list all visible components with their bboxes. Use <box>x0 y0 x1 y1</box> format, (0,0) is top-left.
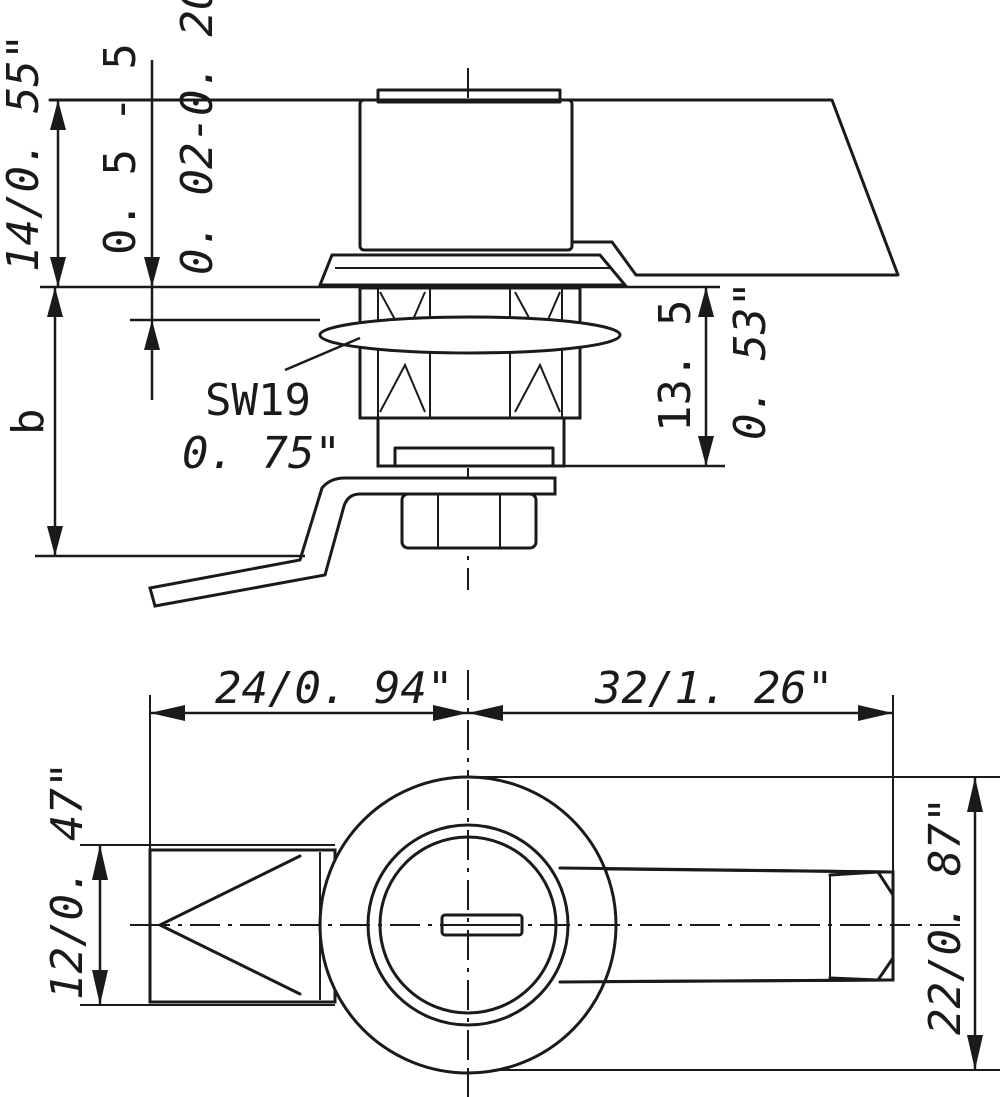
dim-total-height-arrow-top <box>967 777 983 812</box>
lock-washer <box>318 315 622 355</box>
dim-right-width-arrow-right <box>858 705 893 721</box>
nut-size-mm-label: SW19 <box>205 375 311 426</box>
flange <box>317 253 629 287</box>
dim-right-width-arrow-left <box>468 705 503 721</box>
nut-size-leader <box>284 336 361 372</box>
cylinder-body <box>358 98 574 252</box>
lever-arm-top-edge <box>558 866 895 874</box>
dim-total-height-label: 22/0. 87" <box>920 797 971 1035</box>
dim-panel-height-arrow-bottom <box>50 257 66 287</box>
dim-b-arrow-bottom <box>47 526 63 556</box>
dim-thread-mm-label: 13. 5 <box>650 300 701 432</box>
dim-total-height-arrow-bottom <box>967 1035 983 1070</box>
dim-thickness-arrow-bottom <box>144 320 160 350</box>
top-view: 24/0. 94" 32/1. 26" 12/0. 47" 22/0. 87" <box>42 663 1000 1097</box>
dim-b-arrow-top <box>47 287 63 317</box>
dim-thickness-in-label: 0. 02-0. 20" <box>172 0 223 275</box>
dim-thread-arrow-bottom <box>698 436 714 466</box>
bottom-nut <box>400 492 538 550</box>
thread-sleeve <box>376 416 566 468</box>
dim-thickness-arrow-top <box>144 257 160 287</box>
dim-panel-height-label: 14/0. 55" <box>0 34 49 272</box>
nut-size-in-label: 0. 75" <box>182 428 341 479</box>
dim-left-width-arrow-left <box>150 705 185 721</box>
lever-arm-bottom-edge <box>558 978 895 984</box>
dim-right-width-label: 32/1. 26" <box>594 663 833 714</box>
sleeve-collar <box>393 446 555 468</box>
side-view: 14/0. 55" 0. 5 - 5 0. 02-0. 20" b SW19 0… <box>0 0 900 608</box>
dim-left-width-arrow-right <box>433 705 468 721</box>
dim-thread-in-label: 0. 53" <box>725 281 776 440</box>
dim-panel-height-arrow-top <box>50 100 66 130</box>
dim-left-width-label: 24/0. 94" <box>215 663 453 714</box>
housing-outline <box>48 98 900 277</box>
dim-cam-width-label: 12/0. 47" <box>42 762 93 1000</box>
dim-thread-arrow-top <box>698 287 714 317</box>
dim-cam-width-arrow-bottom <box>92 970 108 1005</box>
dim-b-label: b <box>3 409 54 436</box>
cylinder-cap <box>376 88 562 104</box>
cam-lever <box>148 476 557 608</box>
dim-thickness-mm-label: 0. 5 - 5 <box>95 43 146 255</box>
dim-cam-width-arrow-top <box>92 845 108 880</box>
